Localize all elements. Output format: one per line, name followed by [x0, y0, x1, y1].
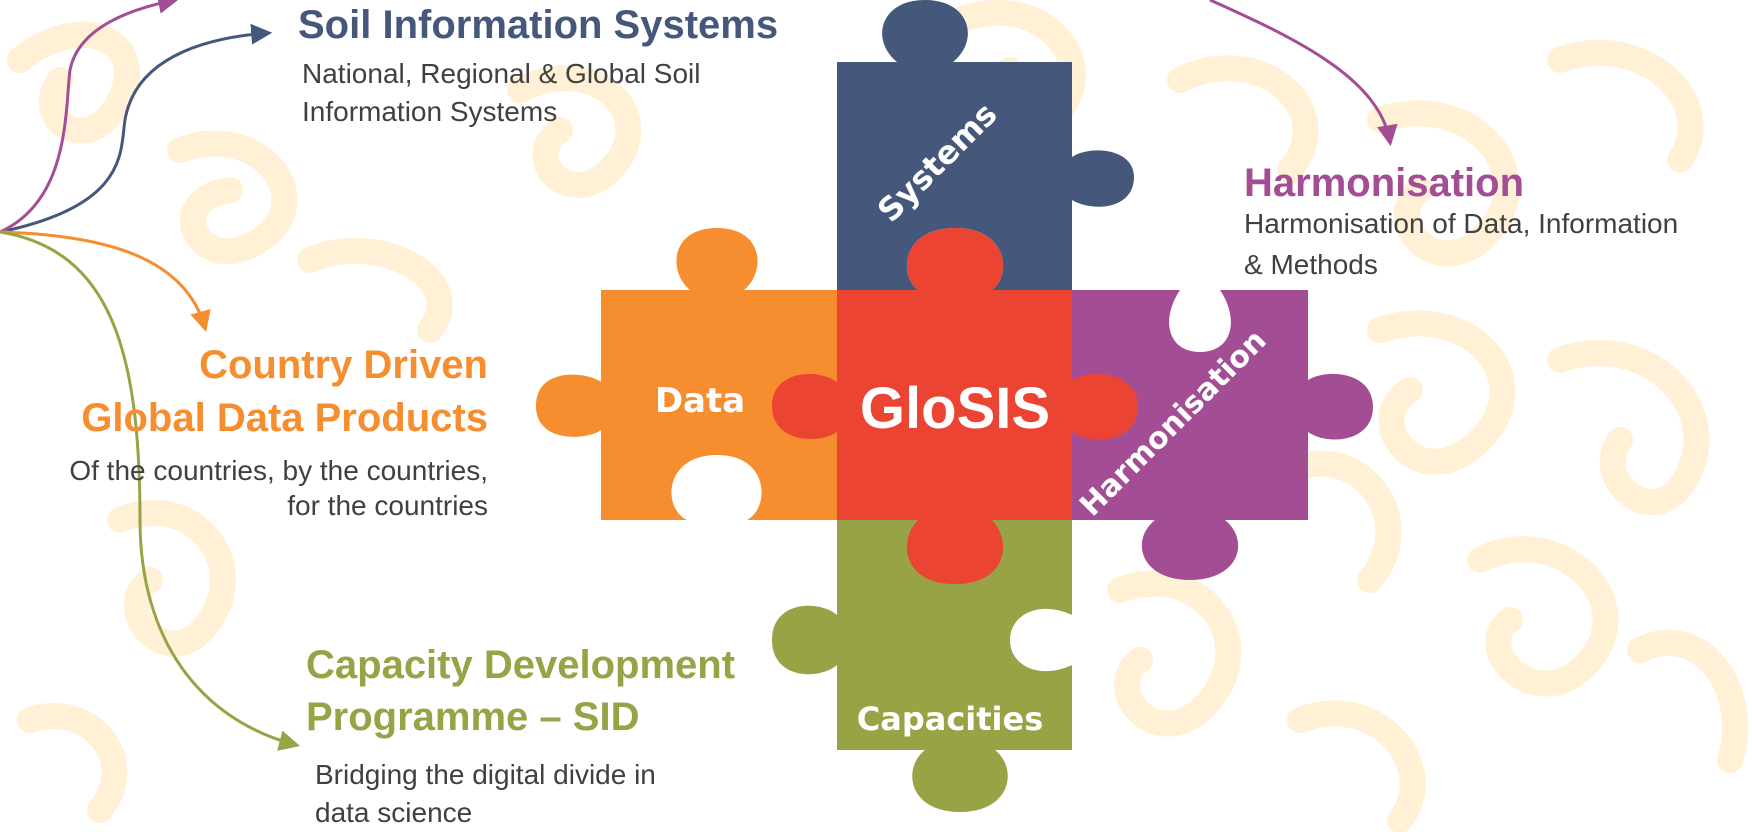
harmonisation-callout-title: Harmonisation: [1244, 161, 1525, 205]
data-piece-label: Data: [655, 381, 745, 421]
systems-callout-desc-line1: National, Regional & Global Soil: [302, 58, 701, 89]
data-callout-title-line2: Global Data Products: [81, 396, 488, 440]
puzzle-piece-glosis-center: [772, 228, 1138, 584]
arrow-to-harmonisation-right: [1209, 0, 1398, 147]
background-swirls: [7, 0, 1749, 832]
arrow-to-capacities: [0, 230, 301, 751]
capacities-callout-title-line1: Capacity Development: [306, 643, 736, 687]
arrow-to-systems: [0, 23, 273, 234]
capacities-callout-desc-line2: data science: [315, 797, 473, 828]
harmonisation-callout-desc-line1: Harmonisation of Data, Information: [1244, 208, 1679, 239]
puzzle-piece-harmonisation: [1072, 290, 1373, 580]
connector-arrows: [0, 0, 1398, 751]
puzzle-piece-systems: [837, 0, 1134, 290]
capacities-callout-title-line2: Programme – SID: [306, 695, 640, 739]
data-callout-desc-line1: Of the countries, by the countries,: [69, 455, 488, 486]
data-callout-desc-line2: for the countries: [287, 490, 488, 521]
data-callout-title-line1: Country Driven: [199, 343, 488, 387]
puzzle-piece-capacities: [772, 520, 1072, 812]
systems-callout-desc-line2: Information Systems: [302, 96, 558, 127]
capacities-callout-desc-line1: Bridging the digital divide in: [315, 759, 656, 790]
harmonisation-callout-desc-line2: & Methods: [1244, 249, 1378, 280]
systems-callout-title: Soil Information Systems: [298, 3, 779, 47]
puzzle-piece-data: [536, 228, 837, 520]
capacities-piece-label: Capacities: [857, 700, 1044, 738]
arrow-to-harmonisation: [0, 0, 180, 234]
arrow-to-data: [0, 230, 211, 333]
center-label: GloSIS: [860, 376, 1050, 441]
